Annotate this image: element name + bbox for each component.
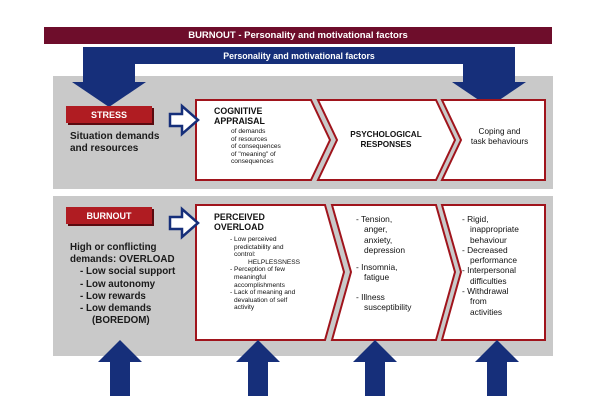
cognitive-appraisal-items: of demands of resources of consequences … [231,128,281,166]
cognitive-appraisal-box [195,99,332,181]
coping-box [440,99,546,181]
perceived-overload-items: - Low perceived predictability and contr… [230,236,301,312]
up-arrow-1 [98,340,142,396]
burnout-side-text: High or conflicting demands: OVERLOAD - … [70,242,176,327]
up-arrow-4 [475,340,519,396]
up-arrow-2 [236,340,280,396]
subtitle-bar: Personality and motivational factors [83,47,515,64]
stress-responses-box [330,204,457,341]
bottom-arrows [98,340,519,396]
burnout-label: BURNOUT [66,207,152,224]
coping-text: Coping and task behaviours [470,127,529,146]
psychological-responses-box [316,99,457,181]
page-title: BURNOUT - Personality and motivational f… [44,27,552,44]
behaviour-box [440,204,546,341]
stress-label: STRESS [66,106,152,123]
burnout-into-arrow [168,206,200,240]
behaviour-text: - Rigid, inappropriate behaviour - Decre… [462,214,519,317]
stress-into-arrow [168,103,200,137]
cognitive-appraisal-text: COGNITIVE APPRAISAL [214,106,265,126]
stress-side-text: Situation demands and resources [70,131,160,154]
up-arrow-3 [353,340,397,396]
psychological-responses-text: PSYCHOLOGICAL RESPONSES [350,130,422,149]
perceived-overload-text: PERCEIVED OVERLOAD [214,212,265,232]
stress-responses-text: - Tension, anger, anxiety, depression - … [356,214,412,313]
perceived-overload-box [195,204,346,341]
